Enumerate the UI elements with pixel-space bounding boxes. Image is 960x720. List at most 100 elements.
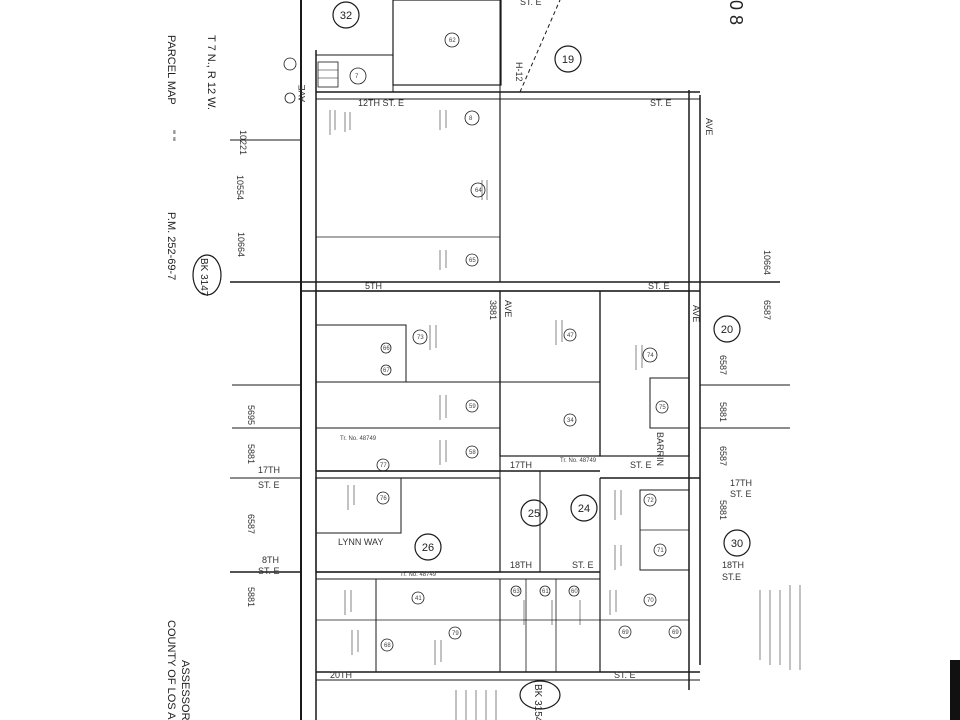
label-5th: 5TH bbox=[365, 281, 382, 291]
label-18th-mid: 18TH bbox=[510, 560, 532, 570]
tract-note-bottom: Tr. No. 48749 bbox=[400, 572, 437, 578]
grid-numbers: 10221 10554 10664 10664 6587 6587 5881 6… bbox=[235, 130, 772, 607]
parcel-60: 60 bbox=[571, 589, 578, 595]
block-20-label: 20 bbox=[721, 324, 733, 336]
label-st-e-right: ST. E bbox=[730, 489, 752, 499]
label-ave-k: AVE bbox=[503, 300, 513, 317]
label-5881-bottom: 5881 bbox=[246, 587, 256, 607]
label-ave-e: AVE bbox=[691, 305, 701, 322]
label-17th-left: 17TH bbox=[258, 465, 280, 475]
parcel-70: 70 bbox=[647, 598, 654, 604]
parcel-66: 66 bbox=[383, 346, 390, 352]
block-30-circle bbox=[723, 529, 751, 557]
parcel-34: 34 bbox=[567, 418, 574, 424]
label-6587-c: 6587 bbox=[718, 446, 728, 466]
label-6587-b: 6587 bbox=[718, 355, 728, 375]
label-ave-right: AVE bbox=[704, 118, 714, 135]
label-10221: 10221 bbox=[238, 130, 248, 155]
block-24-label: 24 bbox=[578, 503, 590, 515]
label-barrin: BARRIN bbox=[655, 432, 665, 466]
scanner-edge bbox=[950, 660, 960, 720]
label-5881-left: 5881 bbox=[246, 444, 256, 464]
parcel-79: 79 bbox=[452, 631, 459, 637]
tract-notes: Tr. No. 48749 Tr. No. 48749 Tr. No. 4874… bbox=[340, 436, 597, 578]
parcel-8: 8 bbox=[469, 116, 473, 122]
block-32-label: 32 bbox=[340, 10, 352, 22]
block-19-circle bbox=[554, 45, 582, 73]
parcel-69b: 69 bbox=[622, 630, 629, 636]
label-h12: H-12 bbox=[514, 62, 524, 82]
header-assessor: ASSESSOR'S bbox=[179, 660, 191, 720]
label-st-e-upper-right: ST. E bbox=[650, 98, 672, 108]
block-outlines bbox=[315, 0, 690, 672]
header-ditto: " " bbox=[165, 130, 177, 141]
bk-3147-circle bbox=[192, 254, 222, 296]
parcel-76: 76 bbox=[380, 496, 387, 502]
label-5881-right: 5881 bbox=[718, 500, 728, 520]
parcel-67: 67 bbox=[383, 368, 390, 374]
tract-note-mid: Tr. No. 48749 bbox=[560, 458, 597, 464]
block-26-label: 26 bbox=[422, 542, 434, 554]
label-12th-st-e: 12TH ST. E bbox=[358, 98, 404, 108]
label-5695: 5695 bbox=[246, 405, 256, 425]
circled-blocks: 32 19 20 25 24 26 30 bbox=[192, 1, 751, 710]
label-st-e-top: ST. E bbox=[520, 0, 542, 7]
label-10664-right: 10664 bbox=[762, 250, 772, 275]
label-st-e-left2: ST. E bbox=[258, 566, 280, 576]
parcel-75: 75 bbox=[659, 405, 666, 411]
header-township: T 7 N., R 12 W. bbox=[205, 35, 217, 110]
street-lines bbox=[230, 0, 780, 720]
label-17th-mid: 17TH bbox=[510, 460, 532, 470]
label-6587-a: 6587 bbox=[762, 300, 772, 320]
bk-3154-circle bbox=[519, 680, 561, 710]
label-st-e-right2: ST.E bbox=[722, 572, 741, 582]
parcel-73: 73 bbox=[417, 335, 424, 341]
parcel-61: 61 bbox=[542, 589, 549, 595]
block-24-circle bbox=[570, 494, 598, 522]
block-20-circle bbox=[713, 315, 741, 343]
parcel-68: 68 bbox=[384, 643, 391, 649]
label-20th: 20TH bbox=[330, 670, 352, 680]
parcel-58: 58 bbox=[469, 450, 476, 456]
label-st-e-mid2: ST. E bbox=[572, 560, 594, 570]
header-bk-3154: BK 3154 bbox=[532, 684, 543, 720]
label-st-e-left: ST. E bbox=[258, 480, 280, 490]
parcel-labels: 62 7 8 64 65 73 66 67 47 74 34 59 58 77 … bbox=[355, 38, 679, 649]
inset-parcels bbox=[283, 57, 339, 104]
parcel-77: 77 bbox=[380, 463, 387, 469]
diagonal-boundary bbox=[519, 0, 561, 93]
tract-note-top: Tr. No. 48749 bbox=[340, 436, 377, 442]
parcel-47: 47 bbox=[567, 333, 574, 339]
label-8th-left: 8TH bbox=[262, 555, 279, 565]
parcel-41: 41 bbox=[415, 596, 422, 602]
label-6587-left: 6587 bbox=[246, 514, 256, 534]
label-10664-left: 10664 bbox=[236, 232, 246, 257]
label-st-e-bottom: ST. E bbox=[614, 670, 636, 680]
tie-lines bbox=[230, 139, 790, 429]
label-18th-right: 18TH bbox=[722, 560, 744, 570]
label-10554: 10554 bbox=[235, 175, 245, 200]
parcel-71: 71 bbox=[657, 548, 664, 554]
parcel-63: 63 bbox=[513, 589, 520, 595]
parcel-69: 69 bbox=[672, 630, 679, 636]
block-25-label: 25 bbox=[528, 508, 540, 520]
parcel-65: 65 bbox=[469, 258, 476, 264]
header-bk-3147: BK 3147 bbox=[198, 258, 209, 297]
parcel-62: 62 bbox=[449, 38, 456, 44]
header-county: COUNTY OF LOS ANG bbox=[165, 620, 177, 720]
header-corner-code: 0 8 bbox=[726, 0, 746, 25]
street-labels: ST. E 12TH ST. E ST. E AVE H-12 AVE 5TH … bbox=[258, 0, 752, 680]
map-header: T 7 N., R 12 W. PARCEL MAP " " P.M. 252-… bbox=[165, 0, 746, 720]
parcel-74: 74 bbox=[647, 353, 654, 359]
header-pm-ref: P.M. 252-69-7 bbox=[165, 212, 177, 280]
parcel-59: 59 bbox=[469, 404, 476, 410]
block-30-label: 30 bbox=[731, 538, 743, 550]
parcel-72: 72 bbox=[647, 498, 654, 504]
block-32-circle bbox=[332, 1, 360, 29]
label-lynn-way: LYNN WAY bbox=[338, 537, 383, 547]
label-17th-right: 17TH bbox=[730, 478, 752, 488]
parcel-64: 64 bbox=[475, 188, 482, 194]
label-5881-a: 5881 bbox=[718, 402, 728, 422]
block-19-label: 19 bbox=[562, 54, 574, 66]
